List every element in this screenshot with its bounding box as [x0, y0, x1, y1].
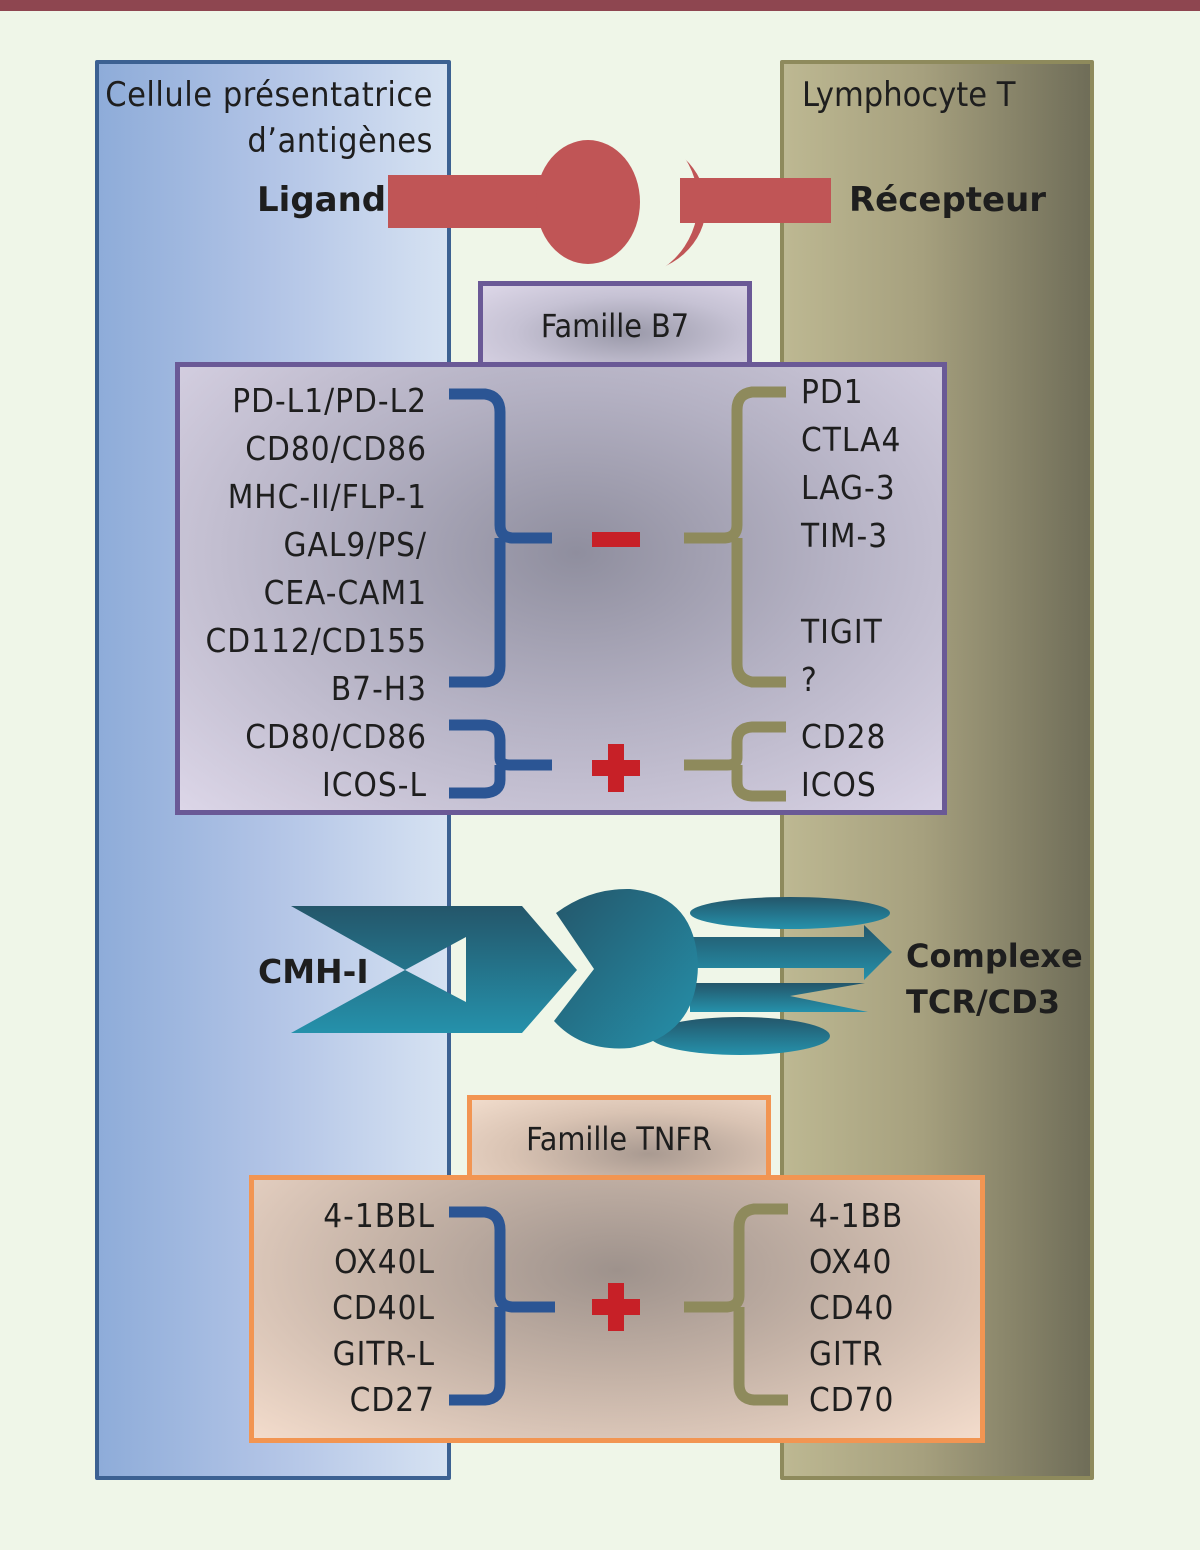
receptor-cup [554, 138, 706, 274]
apc-title: Cellule présentatrice d’antigènes [105, 72, 433, 164]
b7-stimulatory-ligand-list: CD80/CD86 ICOS-L [245, 713, 427, 809]
tcr-complex-label-line1: Complexe [906, 937, 1083, 975]
receptor-item: ICOS [801, 765, 877, 804]
b7-family-tab: Famille B7 [478, 281, 752, 365]
ligand-item: B7-H3 [330, 669, 427, 708]
receptor-item: LAG-3 [801, 468, 896, 507]
b7-inhibitory-ligand-list: PD-L1/PD-L2 CD80/CD86 MHC-II/FLP-1 GAL9/… [205, 377, 427, 713]
ligand-label: Ligand [257, 180, 387, 220]
ligand-item: 4-1BBL [323, 1196, 435, 1235]
ligand-receptor-legend-graphic [388, 138, 831, 274]
mhc-i-label: CMH-I [258, 952, 369, 991]
receptor-item [801, 560, 901, 608]
tnfr-family-label: Famille TNFR [526, 1119, 712, 1158]
apc-title-line2: d’antigènes [247, 121, 433, 161]
tcr-head-icon [554, 888, 698, 1049]
receptor-item: CD70 [809, 1380, 895, 1419]
receptor-item: CD40 [809, 1288, 895, 1327]
ligand-item: GITR-L [332, 1334, 435, 1373]
tnfr-ligand-list: 4-1BBL OX40L CD40L GITR-L CD27 [323, 1193, 435, 1423]
ligand-item: CD112/CD155 [205, 621, 427, 660]
tcr-complex-label-line2: TCR/CD3 [906, 983, 1060, 1021]
receptor-item: TIGIT [801, 612, 883, 651]
receptor-item: 4-1BB [809, 1196, 904, 1235]
receptor-stem [680, 178, 831, 223]
receptor-item: PD1 [801, 372, 864, 411]
ligand-item: CEA-CAM1 [263, 573, 427, 612]
receptor-item: CTLA4 [801, 420, 902, 459]
receptor-item: GITR [809, 1334, 884, 1373]
ligand-item: PD-L1/PD-L2 [232, 381, 427, 420]
b7-inhibitory-receptor-list: PD1 CTLA4 LAG-3 TIM-3 TIGIT ? [801, 368, 901, 704]
receptor-item: ? [801, 660, 818, 699]
ligand-item: CD40L [332, 1288, 435, 1327]
ligand-item: OX40L [334, 1242, 435, 1281]
tnfr-receptor-list: 4-1BB OX40 CD40 GITR CD70 [809, 1193, 903, 1423]
b7-stimulatory-receptor-list: CD28 ICOS [801, 713, 886, 809]
b7-family-box [175, 362, 947, 815]
tnfr-family-tab: Famille TNFR [467, 1095, 771, 1177]
ligand-item: CD27 [349, 1380, 435, 1419]
receptor-item: TIM-3 [801, 516, 889, 555]
receptor-item: OX40 [809, 1242, 893, 1281]
receptor-item: CD28 [801, 717, 887, 756]
top-accent-bar [0, 0, 1200, 11]
ligand-item: ICOS-L [322, 765, 427, 804]
tcr-complex-label: Complexe TCR/CD3 [906, 933, 1083, 1025]
apc-title-line1: Cellule présentatrice [105, 75, 433, 115]
ligand-item: MHC-II/FLP-1 [227, 477, 427, 516]
ligand-stem [388, 175, 558, 228]
ligand-item: CD80/CD86 [245, 429, 427, 468]
ligand-item: CD80/CD86 [245, 717, 427, 756]
t-cell-title: Lymphocyte T [802, 75, 1016, 115]
ligand-item: GAL9/PS/ [283, 525, 427, 564]
receptor-label: Récepteur [849, 180, 1047, 220]
b7-family-label: Famille B7 [540, 306, 690, 345]
